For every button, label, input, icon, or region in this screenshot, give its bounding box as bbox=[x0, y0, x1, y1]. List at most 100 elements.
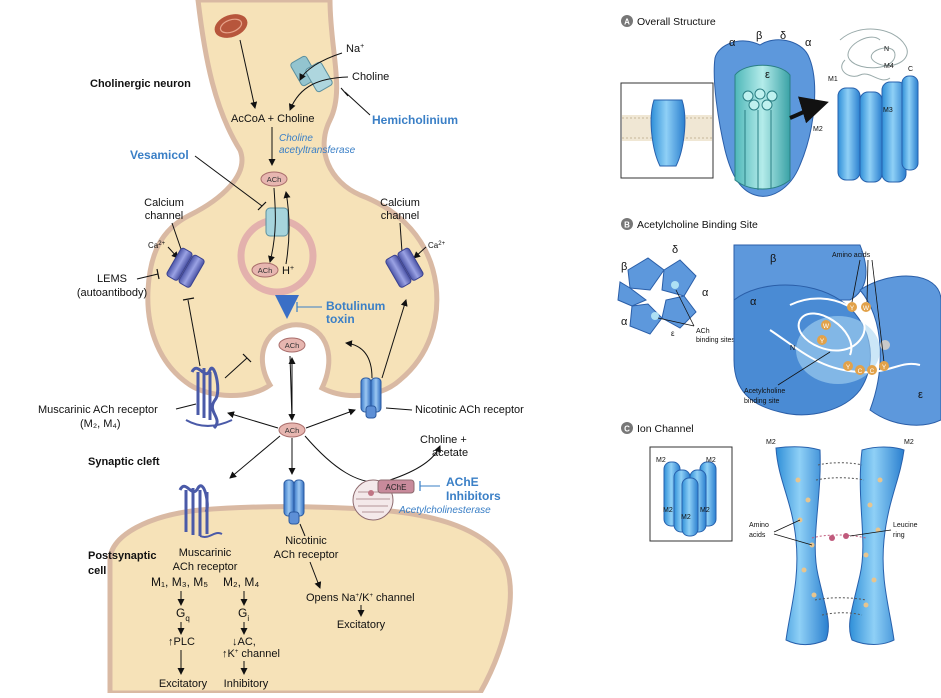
ca-left-label: Ca2+ bbox=[148, 241, 166, 250]
a-m3: M3 bbox=[883, 107, 893, 114]
lems-label-1: LEMS bbox=[97, 273, 127, 285]
pentamer-top-view bbox=[617, 257, 697, 335]
ca-right-label: Ca2+ bbox=[428, 241, 446, 250]
presynaptic-neuron bbox=[145, 0, 440, 399]
b-ach-sites-2: binding sites bbox=[696, 337, 735, 344]
panel-c-title: Ion Channel bbox=[637, 423, 694, 435]
receptor-3d bbox=[713, 39, 816, 197]
svg-text:Y: Y bbox=[820, 338, 825, 345]
c-amino-1: Amino bbox=[749, 522, 769, 529]
choline-acetate-label-1: Choline + bbox=[420, 434, 467, 446]
c-m2-5: M2 bbox=[681, 514, 691, 521]
svg-text:W: W bbox=[863, 305, 870, 312]
svg-text:C: C bbox=[870, 368, 875, 375]
a-alpha-2: α bbox=[805, 37, 812, 49]
c-m2-1: M2 bbox=[656, 457, 666, 464]
ca-channel-right-label-1: Calcium bbox=[380, 197, 420, 209]
residue-markers: Y W W Y Y C C Y bbox=[817, 302, 889, 375]
postsynaptic-label-2: cell bbox=[88, 565, 106, 577]
nico-receptor-label: Nicotinic ACh receptor bbox=[415, 404, 524, 416]
k-channel-label: ↑K+ channel bbox=[222, 648, 280, 660]
c-leucine-1: Leucine bbox=[893, 522, 918, 529]
c-m2-4: M2 bbox=[700, 507, 710, 514]
choline-acetate-label-2: acetate bbox=[432, 447, 468, 459]
c-leucine-2: ring bbox=[893, 532, 905, 539]
plc-label: ↑PLC bbox=[168, 636, 195, 648]
presynaptic-muscarinic-receptor bbox=[185, 366, 233, 430]
b-amino-label: Amino acids bbox=[832, 252, 871, 259]
panel-b: B Acetylcholine Binding Site β δ α α ε A… bbox=[617, 218, 941, 426]
ca-channel-right-label-2: channel bbox=[381, 210, 420, 222]
ach-release: ACh bbox=[278, 337, 306, 353]
svg-text:ACh: ACh bbox=[285, 341, 300, 350]
presynaptic-nicotinic-receptor bbox=[360, 377, 382, 419]
badge-a bbox=[621, 15, 633, 27]
opens-channel-label: Opens Na+/K+ channel bbox=[306, 592, 415, 604]
cholinergic-neuron-label: Cholinergic neuron bbox=[90, 78, 191, 90]
a-alpha-1: α bbox=[729, 37, 736, 49]
ache-enzyme: AChE bbox=[352, 479, 415, 521]
ca-channel-left-label-2: channel bbox=[145, 210, 184, 222]
a-m4: M4 bbox=[884, 63, 894, 70]
chat-label-2: acetyltransferase bbox=[279, 145, 356, 156]
a-delta: δ bbox=[780, 30, 786, 42]
synaptic-vesicle: ACh H+ bbox=[237, 207, 317, 296]
b-ach-sites-1: ACh bbox=[696, 328, 710, 335]
postsynaptic-muscarinic-receptor bbox=[178, 484, 223, 538]
synaptic-cleft-label: Synaptic cleft bbox=[88, 456, 160, 468]
ach-molecule: ACh bbox=[260, 171, 288, 187]
b-binding-label-2: binding site bbox=[744, 398, 780, 405]
post-musc-label-1: Muscarinic bbox=[179, 547, 232, 559]
panel-c: C Ion Channel M2 M2 M2 M2 M2 M2 bbox=[621, 422, 918, 645]
svg-text:ACh: ACh bbox=[285, 426, 300, 435]
svg-text:A: A bbox=[624, 18, 630, 27]
m24-label: M₂, M₄ bbox=[223, 575, 259, 589]
a-m1: M1 bbox=[828, 76, 838, 83]
svg-text:Y: Y bbox=[882, 364, 887, 371]
svg-text:ACh: ACh bbox=[267, 175, 282, 184]
post-excitatory-1: Excitatory bbox=[159, 678, 208, 690]
nico-excitatory: Excitatory bbox=[337, 619, 386, 631]
na-label: Na+ bbox=[346, 43, 364, 55]
ache-inhibitors-label-1: AChE bbox=[446, 475, 479, 489]
hemicholinium-label: Hemicholinium bbox=[372, 113, 458, 127]
post-musc-label-2: ACh receptor bbox=[173, 561, 238, 573]
acetylcholinesterase-label: Acetylcholinesterase bbox=[398, 505, 491, 516]
a-epsilon: ε bbox=[765, 69, 770, 81]
c-m2-right: M2 bbox=[904, 439, 914, 446]
subunit-helices bbox=[837, 28, 919, 183]
b-delta-small: δ bbox=[672, 244, 678, 256]
post-inhibitory: Inhibitory bbox=[224, 678, 269, 690]
b-epsilon-large: ε bbox=[918, 389, 923, 401]
svg-text:C: C bbox=[858, 368, 863, 375]
c-m2-3: M2 bbox=[663, 507, 673, 514]
svg-text:AChE: AChE bbox=[386, 483, 407, 492]
b-n-terminus: N bbox=[790, 345, 795, 352]
calcium-channel-right bbox=[385, 247, 424, 288]
badge-b bbox=[621, 218, 633, 230]
svg-text:Y: Y bbox=[846, 364, 851, 371]
b-alpha-small-1: α bbox=[702, 287, 709, 299]
ache-inhibitors-label-2: Inhibitors bbox=[446, 489, 501, 503]
ach-cleft: ACh bbox=[278, 422, 306, 438]
svg-text:B: B bbox=[624, 221, 630, 230]
mitochondrion-icon bbox=[214, 14, 248, 38]
panel-b-title: Acetylcholine Binding Site bbox=[637, 219, 758, 231]
a-m2: M2 bbox=[813, 126, 823, 133]
channel-bundle bbox=[663, 461, 717, 537]
svg-text:ACh: ACh bbox=[258, 266, 273, 275]
panel-a: A Overall Structure α β δ α ε bbox=[620, 15, 919, 197]
acoa-label: AcCoA + Choline bbox=[231, 113, 314, 125]
panel-a-title: Overall Structure bbox=[637, 16, 716, 28]
postsynaptic-label-1: Postsynaptic bbox=[88, 550, 156, 562]
ca-channel-left-label-1: Calcium bbox=[144, 197, 184, 209]
b-epsilon-small: ε bbox=[671, 329, 675, 338]
c-amino-2: acids bbox=[749, 532, 766, 539]
vesamicol-label: Vesamicol bbox=[130, 148, 189, 162]
post-nico-label-1: Nicotinic bbox=[285, 535, 327, 547]
a-beta: β bbox=[756, 30, 762, 42]
botulinum-label-1: Botulinum bbox=[326, 299, 385, 313]
b-alpha-large: α bbox=[750, 296, 757, 308]
a-c: C bbox=[908, 66, 913, 73]
